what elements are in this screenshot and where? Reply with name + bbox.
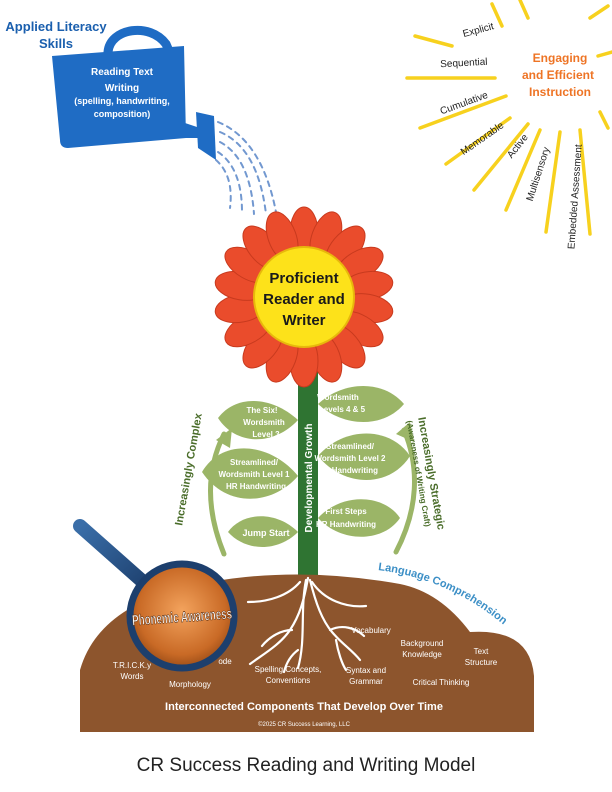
leaf-right-middle-line3: HR Handwriting [318,466,378,475]
soil-morphology: Morphology [169,680,211,689]
watering-can: Applied Literacy Skills Reading Text Wri… [5,19,277,215]
leaf-left-top-line1: The Six! [246,406,277,415]
sun: Explicit Sequential Cumulative Memorable… [405,0,612,250]
flower: Proficient Reader and Writer [214,206,394,388]
sun-ray-explicit: Explicit [462,21,496,40]
leaf-right-middle [318,433,410,480]
leaf-right-top [318,386,404,422]
soil-syntax-1: Syntax and [346,666,386,675]
soil-critical-thinking: Critical Thinking [413,678,470,687]
flower-stem [298,330,318,578]
leaf-left-middle-line3: HR Handwriting [226,482,286,491]
sun-rays [405,0,612,236]
leaf-right-bottom-line2: HR Handwriting [316,520,376,529]
flower-center-line2: Reader and [263,291,345,308]
leaf-left-top-line3: Level 3 [252,430,280,439]
soil-text-structure-1: Text [474,647,489,656]
can-item-writing-3: composition) [94,109,151,119]
left-arrow-head [216,428,232,448]
leaf-left-middle-line2: Wordsmith Level 1 [219,470,291,479]
stem-label: Developmental Growth [304,424,315,533]
soil-spelling-1: Spelling Concepts, [255,665,322,674]
left-arrow-label: Increasingly Complex [173,412,205,527]
soil-code-partial: ode [218,657,232,666]
can-item-writing-2: (spelling, handwriting, [74,96,170,106]
applied-literacy-title-2: Skills [39,36,73,51]
sun-title-2: and Efficient [522,68,594,82]
sun-ray-sequential: Sequential [440,57,488,70]
soil-spelling-2: Conventions [266,676,310,685]
right-arrow-head [396,422,414,442]
leaf-right-top-line1: Wordsmith [317,393,359,402]
can-body [52,46,186,148]
left-arrow-curve [208,431,227,557]
soil-background-2: Knowledge [402,650,442,659]
leaf-right-bottom [318,499,400,537]
magnifier-handle [73,519,157,595]
applied-literacy-title-1: Applied Literacy [5,19,107,34]
leaf-left-middle-line1: Streamlined/ [230,458,279,467]
page-title: CR Success Reading and Writing Model [137,755,476,776]
soil-tricky-1: T.R.I.C.K.y [113,661,151,670]
leaf-left-bottom [228,516,298,547]
soil-syntax-2: Grammar [349,677,383,686]
leaf-left-top-line2: Wordsmith [243,418,285,427]
magnifying-glass-icon: Phonemic Awareness [73,519,238,672]
flower-center [253,246,355,348]
sun-ray-embedded-assessment: Embedded Assessment [566,144,584,250]
soil-background-1: Background [401,639,444,648]
soil-text-structure-2: Structure [465,658,498,667]
leaf-left-middle [202,448,298,499]
roots [246,576,368,674]
leaf-right-top-line2: Levels 4 & 5 [319,405,366,414]
flower-center-line1: Proficient [269,270,338,287]
soil-copyright: ©2025 CR Success Learning, LLC [258,721,350,728]
sun-title-3: Instruction [529,85,591,99]
can-handle [103,25,177,63]
soil-banner: Interconnected Components That Develop O… [165,701,443,713]
soil-tricky-2: Words [121,672,144,681]
water-stream [215,121,277,215]
leaf-right-bottom-line1: First Steps [325,507,367,516]
can-item-writing: Writing [105,83,139,94]
flower-petals [214,206,394,388]
leaf-left-bottom-line1: Jump Start [242,528,289,538]
leaf-right-middle-line2: Wordsmith Level 2 [315,454,387,463]
sun-title-1: Engaging [533,51,588,65]
magnifier-lens [126,560,238,672]
sun-ray-memorable: Memorable [459,120,507,158]
can-rose [196,112,216,160]
leaf-left-top [218,400,298,440]
flower-center-line3: Writer [282,312,325,329]
right-arrow: Increasingly Strategic (Awareness of Wri… [393,416,447,555]
leaves-left: The Six! Wordsmith Level 3 Streamlined/ … [202,400,298,547]
leaf-right-middle-line1: Streamlined/ [326,442,375,451]
soil-vocabulary: Vocabulary [351,626,391,635]
right-arrow-curve [393,427,417,555]
can-item-reading: Reading Text [91,67,154,78]
leaves-right: Wordsmith Levels 4 & 5 Streamlined/ Word… [315,386,410,537]
